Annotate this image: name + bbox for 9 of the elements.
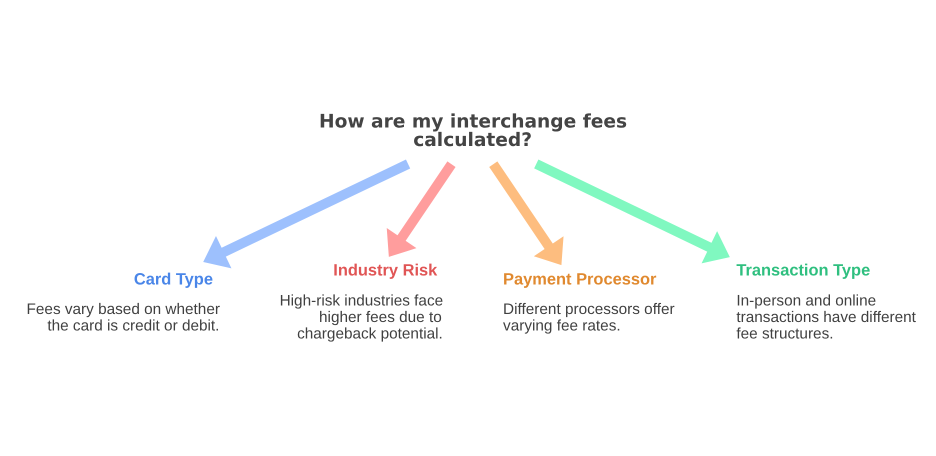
arrow <box>534 160 730 264</box>
arrow <box>386 161 456 257</box>
node-text: Industry Risk High-risk industries face higher fees due to chargeback potential. <box>280 262 444 342</box>
node-text: Payment Processor Different processors offer varying fee rates. <box>503 270 675 335</box>
arrow <box>489 161 564 266</box>
node-text: How are my interchange fees calculated? <box>319 111 628 151</box>
node-text: Card Type Fees vary based on whether the card is credit or debit. <box>26 270 220 335</box>
arrow <box>203 160 410 268</box>
node-text: Transaction Type In-person and online transactions have different fee structures. <box>736 262 916 342</box>
